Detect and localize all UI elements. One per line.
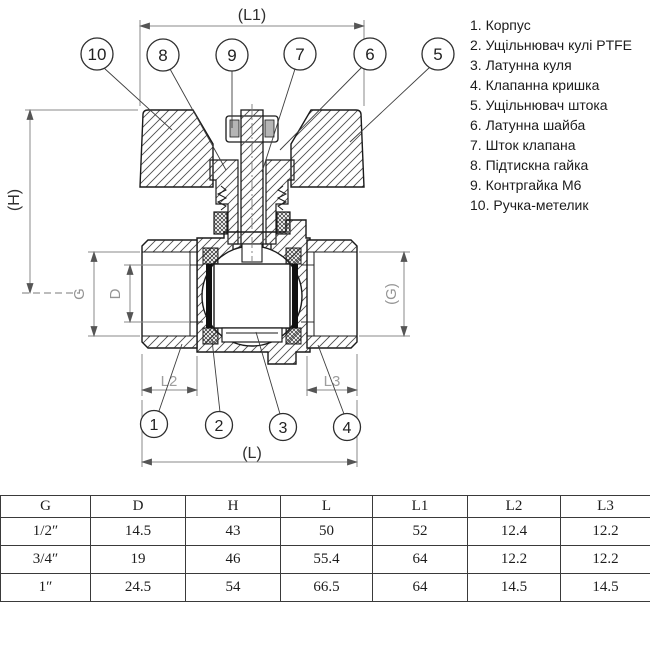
ball-seal-left [206, 264, 212, 328]
legend-item: 7. Шток клапана [470, 137, 576, 153]
cell: 24.5 [90, 573, 186, 602]
cell: 46 [185, 545, 281, 574]
col-header-d: D [90, 495, 186, 518]
callout-7: 7 [295, 45, 304, 64]
cell: 12.2 [467, 545, 561, 574]
cell: 12.2 [560, 517, 650, 546]
table-header-row: G D H L L1 L2 L3 [0, 495, 650, 518]
cell: 14.5 [467, 573, 561, 602]
callout-5: 5 [433, 45, 442, 64]
port-left [141, 239, 203, 349]
gland-packing [209, 159, 295, 245]
legend-item: 9. Контргайка М6 [470, 177, 582, 193]
ball-bore [213, 263, 291, 329]
cell: 19 [90, 545, 186, 574]
table-row: 1″ 24.5 54 66.5 64 14.5 14.5 [0, 573, 650, 602]
wing-handle [139, 109, 365, 188]
callout-balloons: 10 8 9 7 6 5 1 2 3 4 [80, 37, 455, 442]
table-row: 1/2″ 14.5 43 50 52 12.4 12.2 [0, 517, 650, 546]
ball-seal-right [292, 264, 298, 328]
cell: 66.5 [280, 573, 373, 602]
legend-item: 2. Ущільнювач кулі PTFE [470, 37, 633, 53]
callout-7-circle [283, 37, 317, 71]
callout-leaders [103, 66, 431, 415]
dim-label-h: (H) [6, 189, 23, 211]
dim-label-g-right: (G) [383, 283, 400, 305]
dim-label-d: D [107, 288, 124, 299]
legend-item: 3. Латунна куля [470, 57, 572, 73]
legend-item: 5. Ущільнювач штока [470, 97, 608, 113]
callout-10-circle [80, 37, 114, 71]
col-header-g: G [0, 495, 91, 518]
cell: 3/4″ [0, 545, 91, 574]
legend-item: 6. Латунна шайба [470, 117, 586, 133]
callout-6-circle [353, 37, 387, 71]
dim-label-l1: (L1) [238, 7, 266, 24]
cell: 64 [372, 573, 468, 602]
dim-label-l: (L) [242, 445, 262, 462]
col-header-l3: L3 [560, 495, 650, 518]
callout-2-circle [204, 410, 234, 440]
port-right [301, 239, 358, 349]
cell: 64 [372, 545, 468, 574]
callout-1-circle [139, 409, 169, 439]
legend-item: 1. Корпус [470, 17, 531, 33]
cell: 54 [185, 573, 281, 602]
cell: 14.5 [90, 517, 186, 546]
callout-2: 2 [215, 418, 224, 435]
callout-6: 6 [365, 45, 374, 64]
callout-1: 1 [150, 417, 159, 434]
callout-9: 9 [227, 46, 236, 65]
col-header-l1: L1 [372, 495, 468, 518]
cell: 12.2 [560, 545, 650, 574]
table-row: 3/4″ 19 46 55.4 64 12.2 12.2 [0, 545, 650, 574]
cell: 12.4 [467, 517, 561, 546]
callout-5-circle [421, 37, 455, 71]
legend-item: 4. Клапанна кришка [470, 77, 600, 93]
valve-body [196, 219, 311, 365]
callout-8: 8 [158, 46, 167, 65]
col-header-l: L [280, 495, 373, 518]
cell: 55.4 [280, 545, 373, 574]
parts-legend: 1. Корпус 2. Ущільнювач кулі PTFE 3. Лат… [470, 15, 632, 215]
cell: 52 [372, 517, 468, 546]
centerlines [22, 104, 253, 294]
cell: 1/2″ [0, 517, 91, 546]
cell: 1″ [0, 573, 91, 602]
dimension-table: G D H L L1 L2 L3 1/2″ 14.5 43 50 52 12.4… [0, 495, 650, 602]
callout-10: 10 [88, 45, 107, 64]
callout-9-circle [215, 38, 249, 72]
cell: 14.5 [560, 573, 650, 602]
callout-3: 3 [279, 420, 288, 437]
callout-8-circle [146, 38, 180, 72]
dim-label-g-left: G [71, 288, 88, 300]
legend-item: 10. Ручка-метелик [470, 197, 589, 213]
legend-item: 8. Підтискна гайка [470, 157, 589, 173]
callout-4: 4 [343, 420, 352, 437]
callout-4-circle [332, 412, 362, 442]
col-header-l2: L2 [467, 495, 561, 518]
callout-3-circle [268, 412, 298, 442]
col-header-h: H [185, 495, 281, 518]
cell: 43 [185, 517, 281, 546]
cell: 50 [280, 517, 373, 546]
